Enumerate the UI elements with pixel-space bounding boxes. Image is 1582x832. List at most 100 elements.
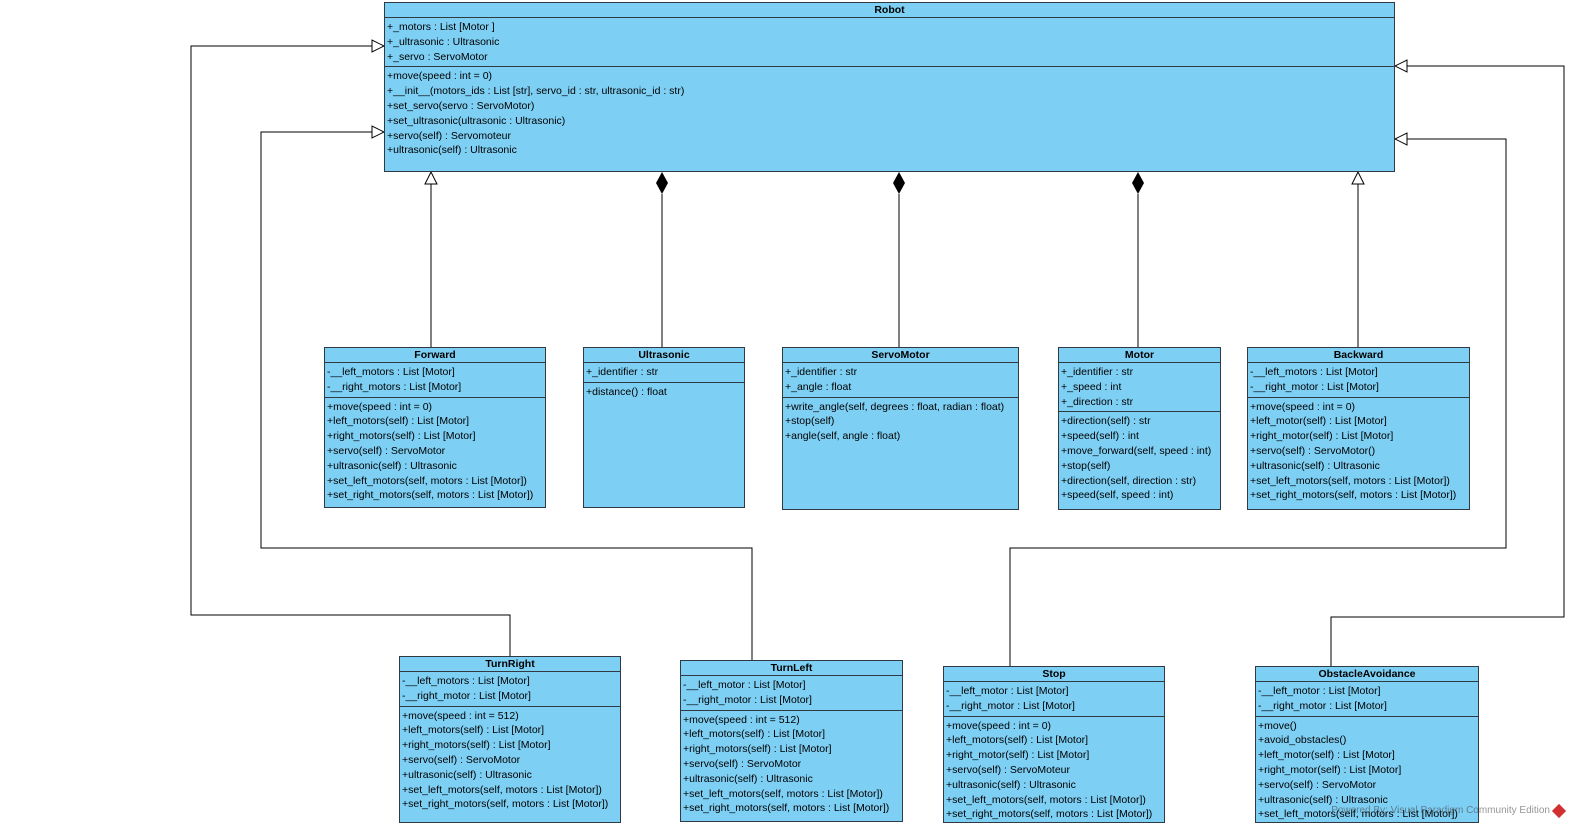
attribute: -__right_motor : List [Motor] [402,689,531,702]
operation: +right_motors(self) : List [Motor] [402,739,551,752]
class-backward[interactable]: Backward-__left_motors : List [Motor]-__… [1247,347,1470,510]
composition-diamond [656,172,668,194]
class-obstacleavoidance[interactable]: ObstacleAvoidance-__left_motor : List [M… [1255,666,1479,823]
operation: +set_ultrasonic(ultrasonic : Ultrasonic) [387,114,566,127]
generalization-line-stop [1009,138,1507,666]
operation: +right_motor(self) : List [Motor] [946,749,1090,762]
operation: +servo(self) : ServoMotor [1258,778,1377,791]
generalization-line-turnright [190,45,511,656]
operation: +direction(self, direction : str) [1061,474,1197,487]
watermark-text: Powered By: Visual Paradigm Community Ed… [1331,805,1550,816]
operation: +set_left_motors(self, motors : List [Mo… [683,787,883,800]
operation: +left_motors(self) : List [Motor] [402,724,545,737]
operation: +stop(self) [1061,459,1111,472]
class-stop[interactable]: Stop-__left_motor : List [Motor]-__right… [943,666,1165,823]
operation: +avoid_obstacles() [1258,734,1347,747]
operations-compartment: +write_angle(self, degrees : float, radi… [783,398,1018,444]
attributes-compartment: -__left_motors : List [Motor]-__right_mo… [1248,363,1469,398]
attributes-compartment: -__left_motors : List [Motor]-__right_mo… [325,363,545,398]
class-name: Motor [1059,348,1220,363]
class-motor[interactable]: Motor+_identifier : str+_speed : int+_di… [1058,347,1221,510]
operation: +left_motor(self) : List [Motor] [1258,749,1395,762]
attribute: +_identifier : str [785,366,858,378]
attribute: +_servo : ServoMotor [387,50,488,63]
attribute: -__right_motor : List [Motor] [1258,699,1387,712]
class-name: Robot [385,3,1394,18]
operation: +left_motors(self) : List [Motor] [683,728,826,741]
attribute: +_speed : int [1061,380,1122,393]
operation: +ultrasonic(self) : Ultrasonic [946,778,1076,791]
attribute: +_ultrasonic : Ultrasonic [387,35,500,48]
operation: +ultrasonic(self) : Ultrasonic [387,144,517,157]
class-turnleft[interactable]: TurnLeft-__left_motor : List [Motor]-__r… [680,660,903,822]
operation: +left_motors(self) : List [Motor] [327,415,470,428]
operation: +set_left_motors(self, motors : List [Mo… [946,793,1146,806]
operation: +write_angle(self, degrees : float, radi… [785,400,1005,413]
operations-compartment: +move(speed : int = 512) +left_motors(sel… [681,711,902,817]
operation: +ultrasonic(self) : Ultrasonic [1250,459,1380,472]
operations-compartment: +distance() : float [584,383,744,400]
attribute: -__left_motor : List [Motor] [946,685,1069,697]
attribute: -__left_motors : List [Motor] [402,675,530,687]
operation: +left_motors(self) : List [Motor] [946,734,1089,747]
attributes-compartment: +_identifier : str +_angle : float [783,363,1018,398]
attributes-compartment: +_identifier : str+_speed : int+_directi… [1059,363,1220,413]
operation: +servo(self) : ServoMotor [327,444,446,457]
operation: +speed(self) : int [1061,430,1139,443]
attributes-compartment: -__left_motor : List [Motor] -__right_mot… [944,682,1164,717]
operation: +move(speed : int = 0) [946,719,1052,732]
class-ultrasonic[interactable]: Ultrasonic+_identifier : str+distance() … [583,347,745,508]
operation: +move(speed : int = 0) [1250,400,1356,413]
operations-compartment: +move()+avoid_obstacles()+left_motor(sel… [1256,717,1478,822]
attributes-compartment: -__left_motors : List [Motor] -__right_mo… [400,672,620,707]
operation: +ultrasonic(self) : Ultrasonic [402,768,532,781]
operation: +set_left_motors(self, motors : List [Mo… [1250,474,1450,487]
class-forward[interactable]: Forward-__left_motors : List [Motor]-__r… [324,347,546,508]
watermark: Powered By: Visual Paradigm Community Ed… [1331,803,1567,818]
operation: +speed(self, speed : int) [1061,489,1174,502]
operation: +servo(self) : ServoMotor [683,757,802,770]
class-robot[interactable]: Robot +_motors : List [Motor ] +_ultrasoni… [384,2,1395,172]
operation: +left_motor(self) : List [Motor] [1250,415,1387,428]
operations-compartment: +move(speed : int = 0) +left_motors(self)… [944,717,1164,822]
operation: +set_servo(servo : ServoMotor) [387,99,535,112]
operation: +set_right_motors(self, motors : List [M… [1250,489,1457,502]
generalization-arrowhead [371,39,386,53]
attribute: -__right_motor : List [Motor] [946,699,1075,712]
operation: +right_motors(self) : List [Motor] [327,430,476,443]
operation: +move(speed : int = 0) [327,400,433,413]
attribute: +_angle : float [785,380,852,393]
operation: +angle(self, angle : float) [785,430,901,443]
operation: +set_right_motors(self, motors : List [M… [946,808,1153,821]
operation: +right_motor(self) : List [Motor] [1258,763,1402,776]
operations-compartment: +move(speed : int = 0) +left_motor(self) … [1248,398,1469,504]
attribute: -__left_motors : List [Motor] [327,366,455,378]
class-name: ServoMotor [783,348,1018,363]
generalization-line-turnleft [260,131,753,660]
class-name: Forward [325,348,545,363]
operations-compartment: +move(speed : int = 0)+__init__(motors_i… [385,67,1394,158]
operation: +set_right_motors(self, motors : List [M… [402,798,609,811]
class-name: TurnLeft [681,661,902,676]
operation: +set_left_motors(self, motors : List [Mo… [327,474,527,487]
operation: +right_motors(self) : List [Motor] [683,743,832,756]
visual-paradigm-logo-icon [1551,803,1567,818]
operation: +servo(self) : Servomoteur [387,129,512,142]
class-name: TurnRight [400,657,620,672]
operation: +set_right_motors(self, motors : List [M… [683,802,890,815]
class-servomotor[interactable]: ServoMotor +_identifier : str +_angle : fl… [782,347,1019,510]
operation: +direction(self) : str [1061,415,1151,428]
attribute: +_direction : str [1061,395,1134,408]
class-turnright[interactable]: TurnRight-__left_motors : List [Motor]-_… [399,656,621,823]
operation: +servo(self) : ServoMotor() [1250,444,1376,457]
composition-diamond [893,172,905,194]
operation: +servo(self) : ServoMotor [402,753,521,766]
attribute: +_motors : List [Motor ] [387,21,495,33]
operation: +move(speed : int = 512) [683,713,800,726]
attributes-compartment: -__left_motor : List [Motor]-__right_mot… [1256,682,1478,717]
attributes-compartment: +_identifier : str [584,363,744,383]
operation: +ultrasonic(self) : Ultrasonic [683,772,813,785]
operations-compartment: +move(speed : int = 0) +left_motors(self)… [325,398,545,504]
